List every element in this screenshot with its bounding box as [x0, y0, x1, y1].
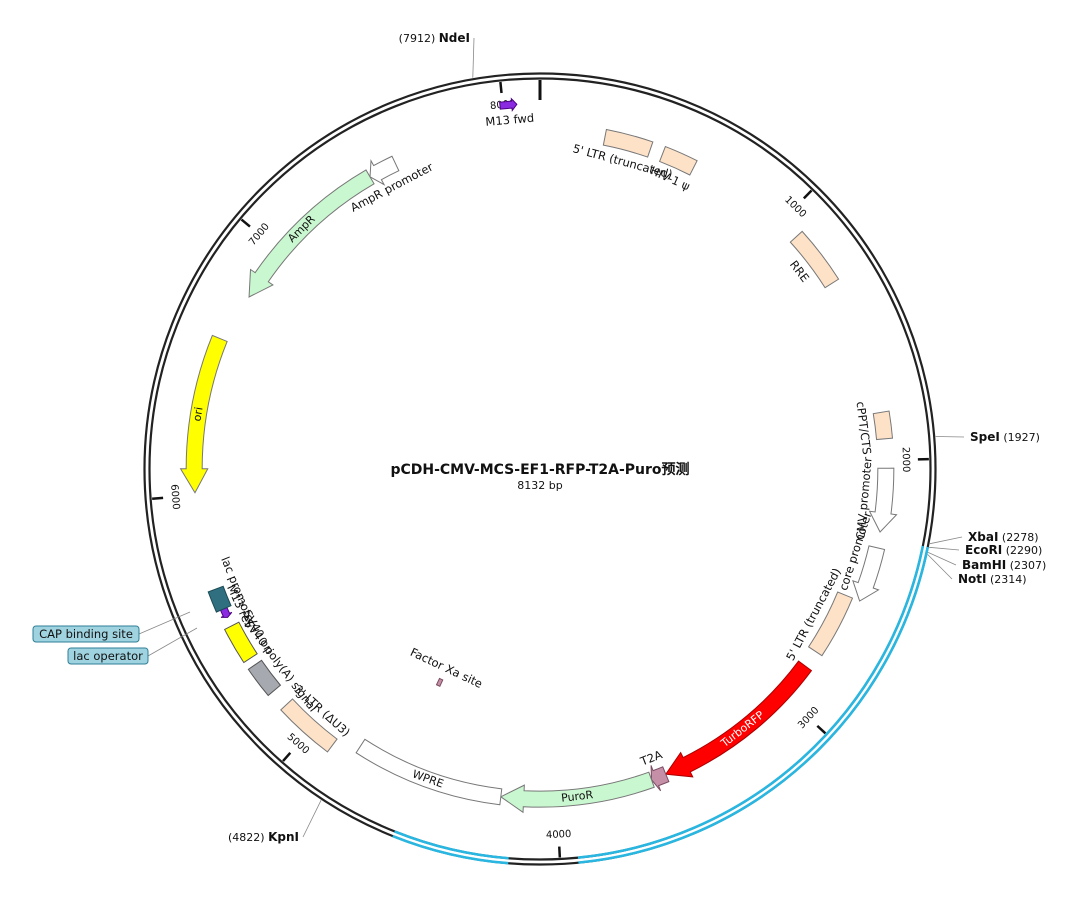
tick-1000 — [802, 189, 813, 200]
site-ecori: EcoRI (2290) — [965, 543, 1042, 557]
feature-sv40-polya — [247, 659, 282, 697]
tick-3000 — [816, 724, 827, 735]
tick-label: 6000 — [168, 484, 181, 510]
site-leader-ndei — [472, 37, 475, 78]
site-position: (4822) — [228, 831, 268, 844]
site-name: EcoRI — [965, 543, 1002, 557]
site-name: NdeI — [439, 31, 470, 45]
feature-label-puror: PuroR — [560, 788, 594, 805]
feature-label-m13-fwd: M13 fwd — [485, 111, 535, 129]
site-leader-spei — [935, 436, 965, 438]
highlight-outer-0 — [578, 546, 930, 864]
site-name: NotI — [958, 572, 987, 586]
feature-label-turborfp: TurboRFP — [718, 708, 767, 750]
badge-lac-operator — [67, 647, 149, 665]
badge-leader-cap-binding — [138, 611, 191, 635]
feature-cmv-prom — [868, 467, 898, 533]
site-xbai: XbaI (2278) — [968, 530, 1038, 544]
feature-ltr5b — [807, 591, 854, 657]
feature-label-cppt: cPPT/CTS — [854, 401, 875, 456]
highlight-inner-0 — [577, 545, 925, 859]
feature-label-factor-xa: Factor Xa site — [408, 645, 485, 691]
badge-label-cap-binding: CAP binding site — [39, 627, 133, 641]
feature-lac-prom — [207, 585, 232, 613]
site-bamhi: BamHI (2307) — [962, 558, 1046, 572]
badge-label-lac-operator: lac operator — [73, 649, 143, 663]
site-leader-noti — [927, 554, 953, 580]
tick-label: 7000 — [247, 221, 272, 248]
tick-4000 — [558, 846, 562, 858]
site-kpni: (4822) KpnI — [228, 830, 299, 844]
feature-t2a — [650, 765, 670, 792]
backbone-outer-strand — [143, 72, 937, 866]
site-leader-kpni — [302, 800, 322, 838]
backbone-ring — [143, 72, 937, 866]
site-position: (2290) — [1002, 544, 1042, 557]
highlight-outer-1 — [392, 834, 509, 865]
tick-label: 2000 — [900, 447, 912, 473]
tick-label: 4000 — [546, 829, 572, 841]
site-name: XbaI — [968, 530, 998, 544]
plasmid-name: pCDH-CMV-MCS-EF1-RFP-T2A-Puro预测 — [390, 461, 689, 478]
site-noti: NotI (2314) — [958, 572, 1027, 586]
feature-m13-fwd — [499, 97, 518, 112]
site-position: (2307) — [1006, 559, 1046, 572]
site-name: BamHI — [962, 558, 1006, 572]
site-ndei: (7912) NdeI — [399, 31, 470, 45]
site-position: (7912) — [399, 32, 439, 45]
site-name: SpeI — [970, 430, 1000, 444]
feature-ampr-prom — [369, 155, 400, 186]
feature-hiv1-psi — [658, 145, 698, 176]
feature-rre — [789, 230, 840, 289]
site-leader-xbai — [929, 536, 963, 545]
feature-wpre — [355, 738, 503, 806]
restriction-sites: (7912) NdeI SpeI (1927) XbaI (2278)EcoRI (… — [228, 31, 1046, 844]
badge-leader-lac-operator — [147, 627, 198, 657]
backbone-highlights — [392, 545, 930, 865]
feature-turborfp — [664, 660, 813, 778]
plasmid-length: 8132 bp — [517, 479, 562, 492]
tick-8000 — [499, 81, 503, 94]
feature-ltr3 — [280, 698, 338, 753]
feature-label-ori: ori — [190, 406, 205, 422]
feature-cppt — [872, 410, 894, 441]
backbone-inner-strand — [148, 77, 932, 861]
site-position: (1927) — [1000, 431, 1040, 444]
tick-6000 — [152, 496, 164, 500]
badge-cap-binding — [32, 625, 140, 643]
feature-sv40-ori — [223, 621, 258, 664]
site-leader-ecori — [929, 546, 960, 551]
site-position: (2278) — [998, 531, 1038, 544]
feature-puror — [499, 771, 655, 814]
tick-5000 — [282, 751, 292, 762]
badge-layer: CAP binding site lac operator — [32, 611, 198, 665]
feature-ef1a — [852, 545, 886, 602]
highlight-inner-1 — [394, 830, 509, 860]
tick-7000 — [240, 218, 251, 228]
site-name: KpnI — [268, 830, 299, 844]
site-leader-bamhi — [927, 552, 957, 566]
site-position: (2314) — [987, 573, 1027, 586]
site-spei: SpeI (1927) — [970, 430, 1040, 444]
feature-factor-xa — [435, 677, 444, 687]
feature-ori — [179, 334, 228, 494]
feature-ltr5-trunc — [602, 128, 654, 158]
